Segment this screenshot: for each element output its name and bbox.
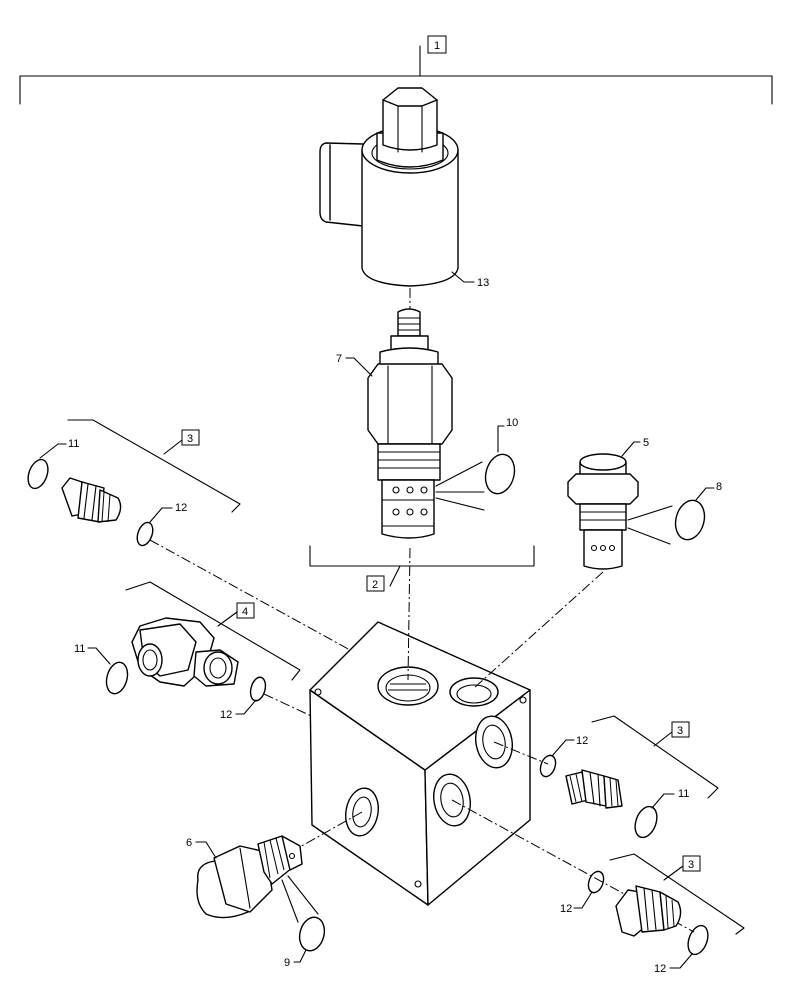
- callout-9: 9: [284, 949, 307, 969]
- centerline-cartridge: [407, 547, 411, 681]
- assembly-4-bracket: 4: [125, 581, 301, 681]
- callout-11-upper: 11: [39, 438, 79, 459]
- o-ring-11-upper[interactable]: [24, 457, 51, 491]
- svg-text:13: 13: [477, 277, 489, 289]
- centerline-upper-left: [149, 539, 351, 651]
- callout-12-right: 12: [551, 735, 588, 757]
- svg-text:12: 12: [654, 963, 666, 975]
- assembly-3-bracket-right-middle: 3: [591, 715, 719, 799]
- o-ring-12-upper[interactable]: [134, 520, 155, 547]
- callout-12-lower-right-b: 12: [654, 953, 693, 975]
- o-ring-10[interactable]: [481, 451, 518, 497]
- svg-text:8: 8: [716, 481, 722, 493]
- svg-text:12: 12: [560, 903, 572, 915]
- plug-5[interactable]: [567, 453, 639, 570]
- assembly-3-label-box-upper-left[interactable]: [181, 429, 200, 446]
- callout-6: 6: [186, 837, 217, 859]
- o-ring-8[interactable]: [671, 497, 708, 543]
- svg-text:10: 10: [506, 417, 518, 429]
- svg-text:11: 11: [678, 788, 689, 800]
- elbow-fitting-4[interactable]: [131, 617, 239, 687]
- svg-text:3: 3: [688, 859, 694, 871]
- svg-text:7: 7: [336, 353, 342, 365]
- straight-fitting-right-middle[interactable]: [565, 769, 623, 809]
- assembly-4-label-box[interactable]: [236, 602, 255, 619]
- solenoid-coil-13[interactable]: [319, 87, 459, 287]
- callout-8: 8: [695, 481, 722, 501]
- callout-5: 5: [621, 437, 649, 457]
- manifold-block[interactable]: [309, 621, 531, 906]
- svg-text:2: 2: [372, 579, 378, 591]
- callout-10: 10: [497, 417, 518, 453]
- callout-11-right: 11: [651, 788, 689, 809]
- svg-text:11: 11: [68, 438, 79, 450]
- svg-text:6: 6: [186, 837, 192, 849]
- o-ring-12-middle[interactable]: [248, 676, 268, 703]
- o-ring-9[interactable]: [296, 914, 328, 953]
- o-ring-12-lower-right-b[interactable]: [684, 923, 711, 957]
- o-ring-12-right[interactable]: [538, 753, 559, 778]
- assembly-3-label-box-right-middle[interactable]: [671, 721, 690, 738]
- svg-text:3: 3: [187, 433, 193, 445]
- callout-13: 13: [451, 271, 489, 289]
- straight-fitting-lower-right[interactable]: [615, 885, 682, 937]
- assembly-1-bracket: 1: [19, 35, 773, 105]
- callout-11-middle: 11: [74, 643, 111, 665]
- cartridge-leaders: [435, 461, 485, 511]
- cartridge-valve-7[interactable]: [367, 308, 453, 539]
- plug-6-leaders: [281, 875, 319, 923]
- plug-5-leaders: [627, 505, 673, 545]
- assembly-2-label-box[interactable]: [366, 575, 385, 592]
- callout-12-upper: 12: [149, 502, 187, 523]
- svg-text:12: 12: [576, 735, 588, 747]
- svg-text:4: 4: [242, 606, 248, 618]
- assembly-2-bracket: 2: [309, 545, 535, 592]
- svg-text:12: 12: [220, 709, 232, 721]
- svg-text:5: 5: [643, 437, 649, 449]
- straight-fitting-upper-left[interactable]: [61, 477, 122, 523]
- centerline-plug: [473, 571, 604, 689]
- svg-text:3: 3: [677, 725, 683, 737]
- svg-text:9: 9: [284, 957, 290, 969]
- centerline-plug-6: [297, 811, 363, 849]
- svg-text:11: 11: [74, 643, 85, 655]
- o-ring-11-right[interactable]: [631, 804, 661, 841]
- callout-12-lower-right-a: 12: [560, 891, 593, 915]
- assembly-3-bracket-upper-left: 3: [67, 419, 241, 513]
- o-ring-11-middle[interactable]: [103, 660, 131, 696]
- callout-12-middle: 12: [220, 699, 257, 721]
- assembly-3-bracket-lower-right: 3: [609, 853, 745, 935]
- callout-7: 7: [336, 353, 373, 377]
- centerline-right-upper: [493, 741, 549, 765]
- svg-text:12: 12: [175, 502, 187, 514]
- plug-6[interactable]: [196, 835, 303, 919]
- o-ring-12-lower-right-a[interactable]: [586, 869, 607, 894]
- assembly-1-label-box[interactable]: [427, 35, 447, 54]
- assembly-3-label-box-lower-right[interactable]: [682, 855, 701, 872]
- assembly-1-label: 1: [434, 40, 440, 52]
